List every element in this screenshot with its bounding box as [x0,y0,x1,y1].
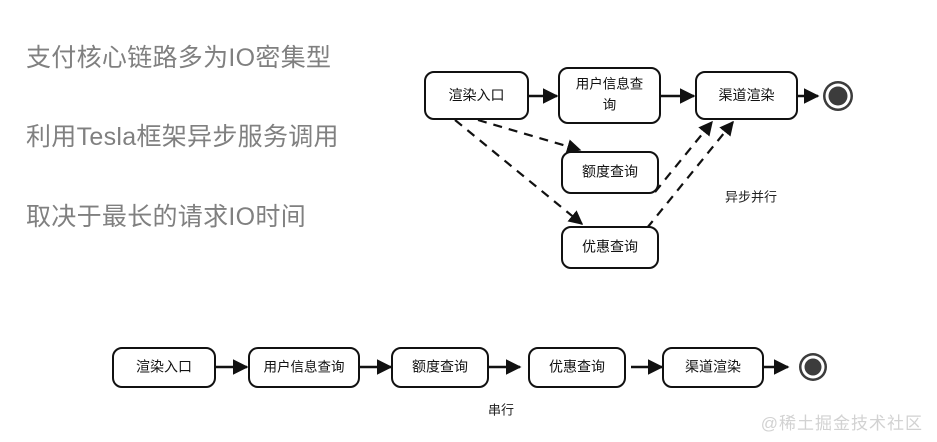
node-render-box [695,71,798,120]
node-userinfo[interactable]: 用户信息查 询 [558,67,661,124]
edge-coupon-to-render [646,120,734,229]
bullet-line-1: 支付核心链路多为IO密集型 [26,44,332,72]
node-userinfo-label-line1: 用户信息查 [576,76,644,92]
node-serial-end-marker [799,353,827,381]
node-serial-coupon-box [528,347,626,388]
bullet-line-3: 取决于最长的请求IO时间 [26,203,306,231]
watermark: @稀土掘金技术社区 [760,414,923,433]
node-serial-render[interactable]: 渠道渲染 [662,347,764,388]
node-serial-quota-box [391,347,489,388]
edge-quota-to-render [654,120,713,193]
node-serial-render-box [662,347,764,388]
annotation-async-parallel: 异步并行 [725,189,777,204]
node-serial-userinfo[interactable]: 用户信息查询 [248,347,360,388]
node-entry[interactable]: 渲染入口 [424,71,529,120]
node-serial-userinfo-box [248,347,360,388]
edge-entry-to-coupon [454,119,584,225]
diagram-serial-flow: 渲染入口 用户信息查询 额度查询 优惠查询 渠道渲染 串行 [112,347,827,417]
diagram-async-parallel-flow: 渲染入口 用户信息查 询 额度查询 优惠查询 渠道渲染 [424,67,853,269]
node-quota-label: 额度查询 [582,164,638,180]
node-serial-entry-box [112,347,216,388]
node-serial-quota[interactable]: 额度查询 [391,347,489,388]
serial-end-node-inner-dot [804,358,822,376]
bullet-line-2: 利用Tesla框架异步服务调用 [26,123,339,151]
node-quota[interactable]: 额度查询 [561,151,659,194]
end-node-inner-dot [828,86,848,106]
edge-entry-to-quota [477,118,582,154]
node-serial-entry[interactable]: 渲染入口 [112,347,216,388]
node-entry-label: 渲染入口 [449,87,505,103]
node-end-marker [823,81,853,111]
annotation-serial: 串行 [488,402,514,417]
node-serial-coupon-label: 优惠查询 [549,359,605,375]
node-coupon[interactable]: 优惠查询 [561,226,659,269]
node-serial-coupon[interactable]: 优惠查询 [528,347,626,388]
node-serial-userinfo-label: 用户信息查询 [264,359,345,375]
node-serial-entry-label: 渲染入口 [136,359,192,375]
node-render[interactable]: 渠道渲染 [695,71,798,120]
node-userinfo-label-line2: 询 [603,98,617,113]
node-serial-quota-label: 额度查询 [412,359,468,375]
node-entry-box [424,71,529,120]
node-coupon-label: 优惠查询 [582,239,638,255]
node-render-label: 渠道渲染 [719,87,775,103]
node-quota-box [561,151,659,194]
node-userinfo-box [558,67,661,124]
node-serial-render-label: 渠道渲染 [685,359,741,375]
node-coupon-box [561,226,659,269]
